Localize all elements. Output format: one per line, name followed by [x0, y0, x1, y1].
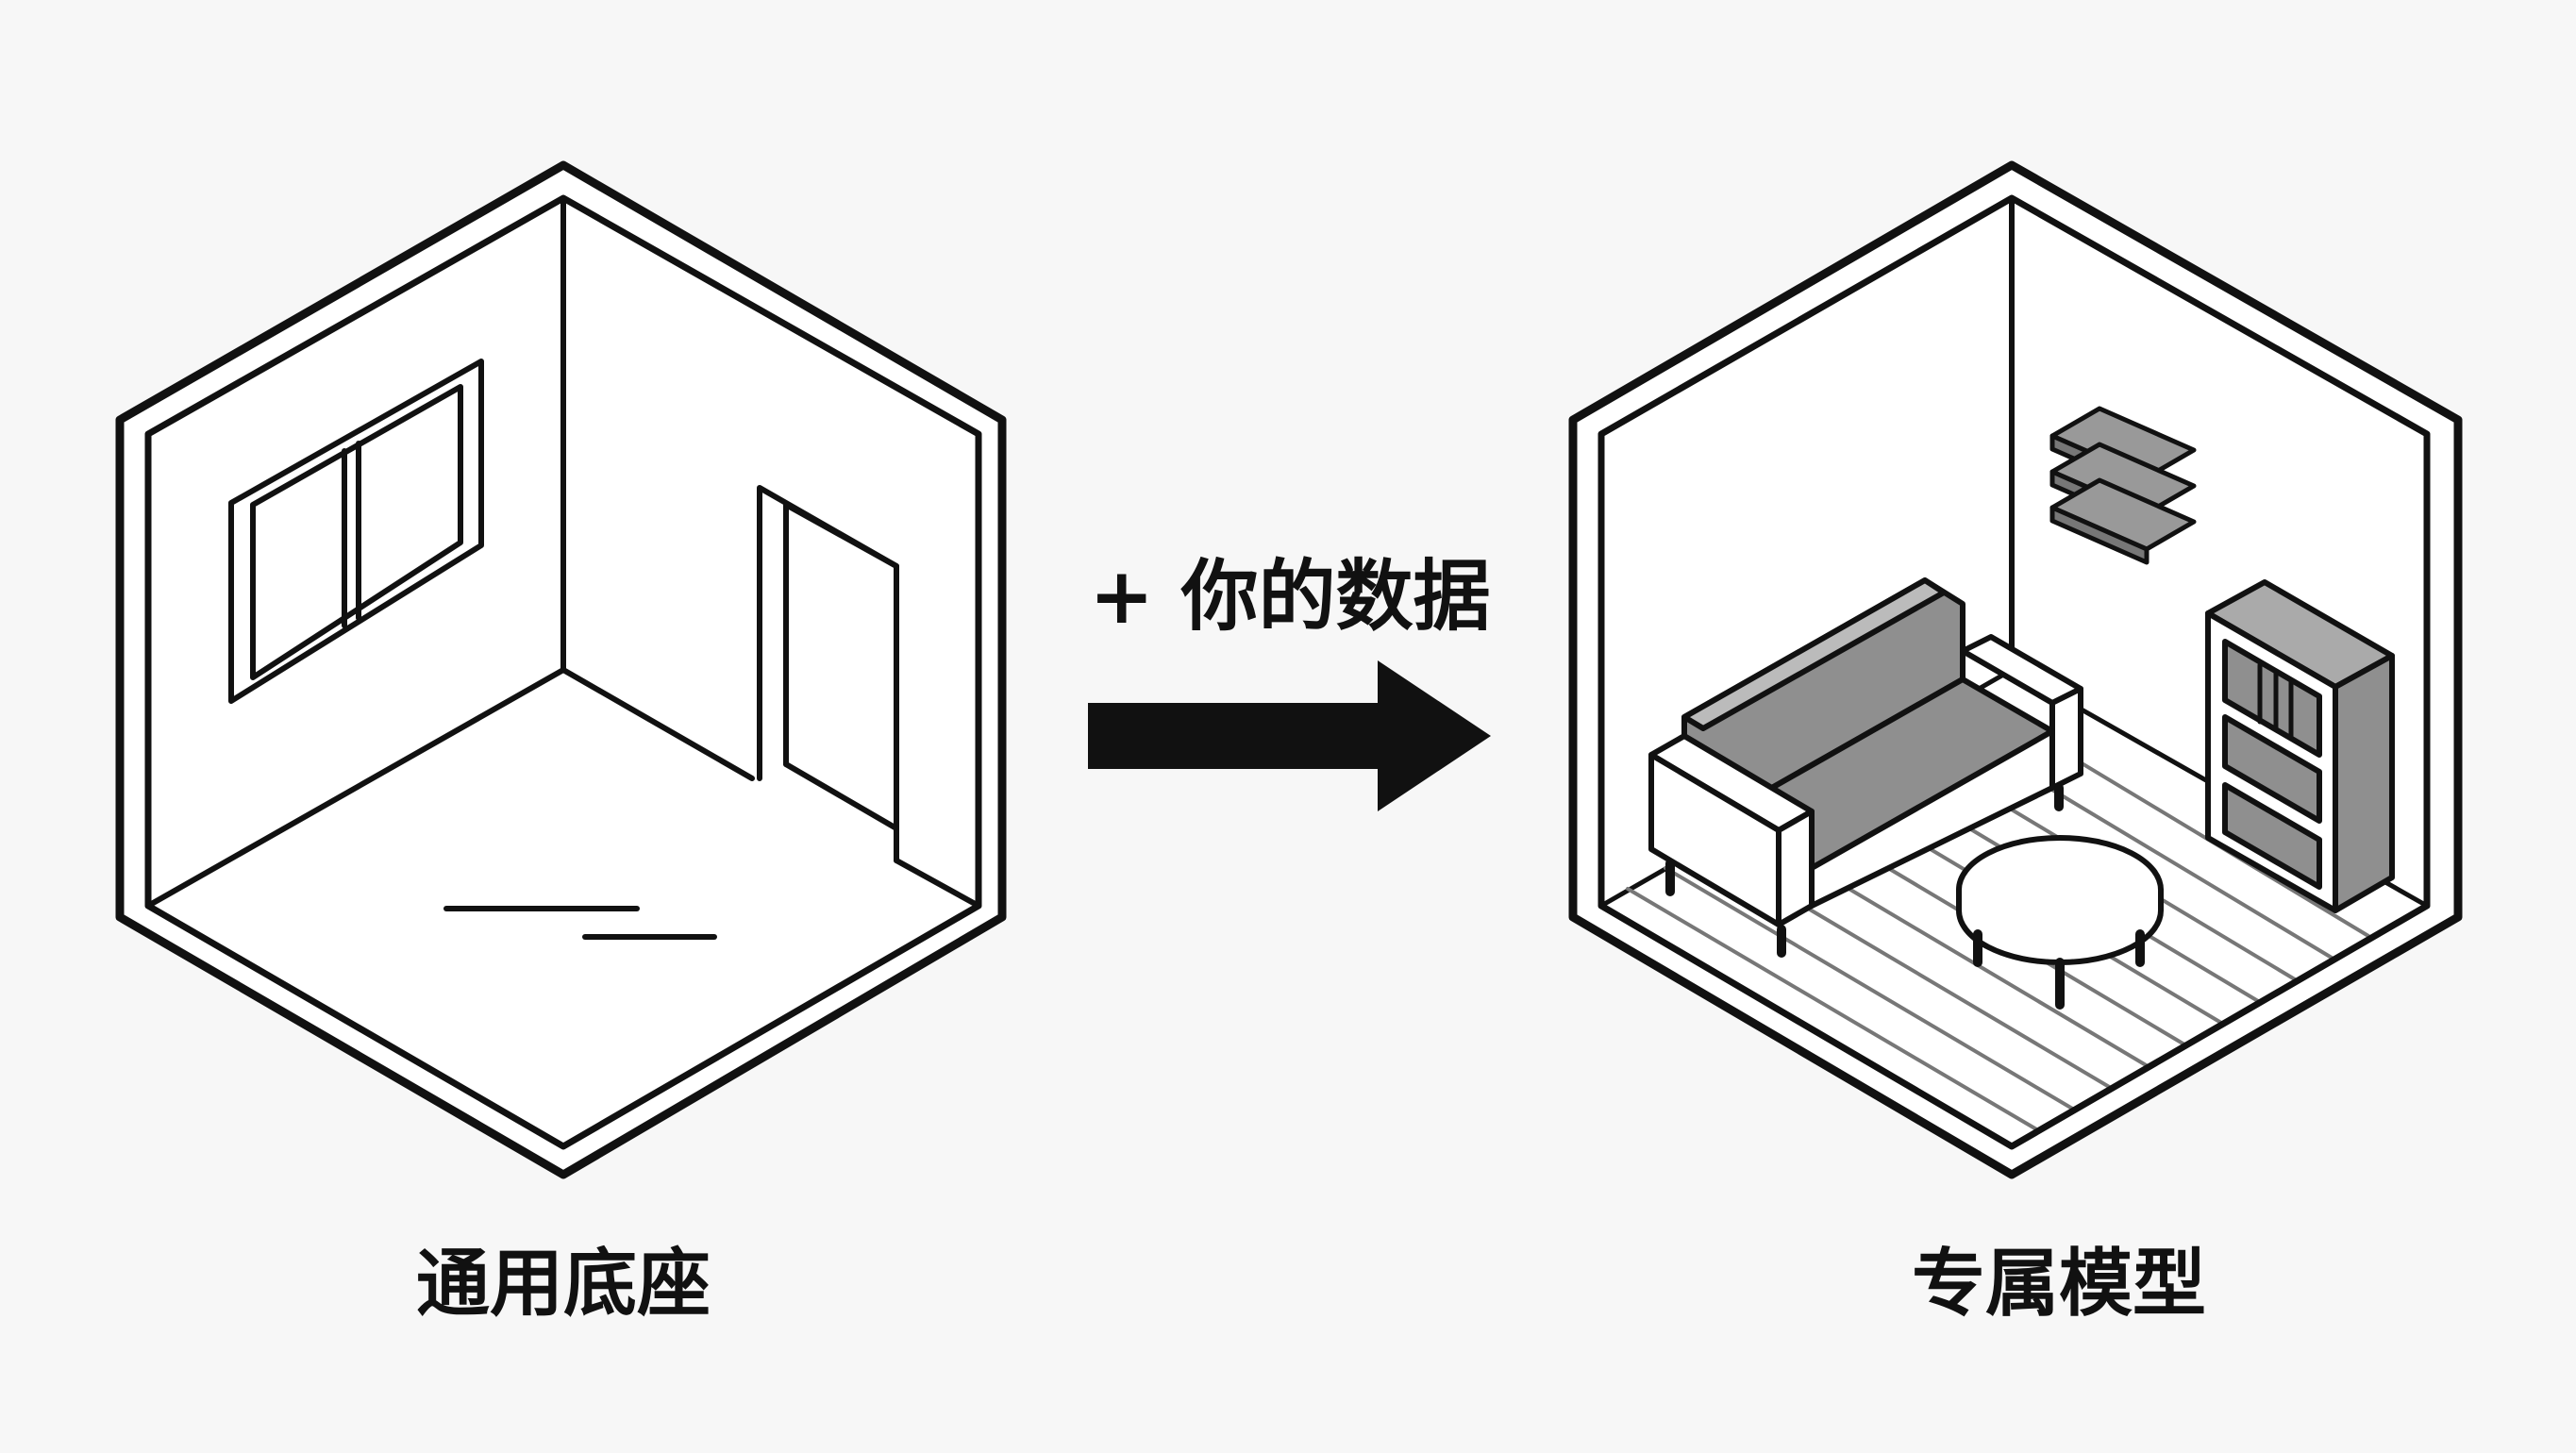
generic-base-caption: 通用底座: [415, 1242, 711, 1327]
wall-shelves: [2049, 406, 2197, 565]
sofa-shape: [1648, 577, 2083, 958]
bookshelf-shape: [2205, 579, 2395, 913]
door-shape: [757, 485, 899, 863]
arrow-caption: + 你的数据: [1089, 552, 1491, 642]
window-shape: [228, 359, 484, 704]
arrow-right-icon: [1088, 660, 1491, 811]
specialized-model-caption: 专属模型: [1911, 1242, 2207, 1327]
round-table-shape: [1956, 835, 2164, 1010]
furnished-room-illustration: [1568, 160, 2463, 1179]
empty-room-illustration: [115, 160, 1007, 1179]
